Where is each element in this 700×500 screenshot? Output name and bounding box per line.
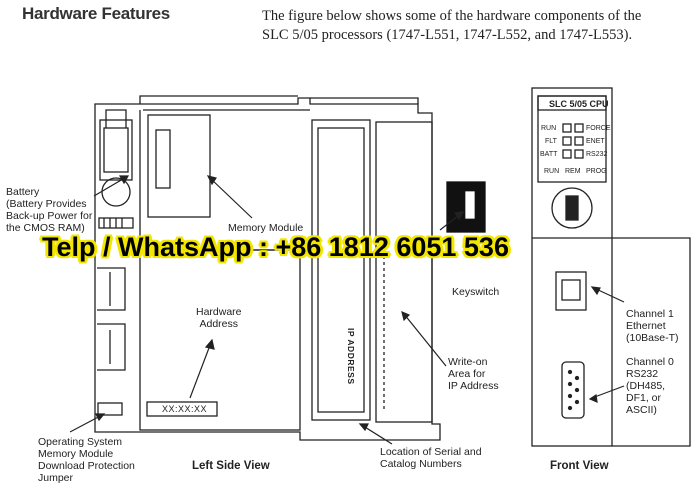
memory-module-label: Memory Module (228, 222, 304, 234)
front-view-caption: Front View (550, 460, 609, 472)
ethernet-port (555, 271, 587, 311)
mode-label-run: RUN (544, 168, 560, 175)
cpu-title: SLC 5/05 CPU (549, 99, 609, 109)
channel0-line: Channel 0 (626, 356, 674, 368)
hardware-address-line: Address (199, 318, 239, 330)
mode-switch (551, 187, 593, 229)
channel0-line: RS232 (626, 368, 659, 380)
write-on-line: Area for (448, 368, 486, 380)
channel1-line: Channel 1 (626, 308, 674, 320)
mode-label-rem: REM (565, 168, 581, 175)
memory-module-shape (147, 114, 211, 218)
left-side-view-caption: Left Side View (192, 460, 270, 472)
channel0-line: (DH485, (626, 380, 666, 392)
contact-watermark: Telp / WhatsApp : +86 1812 6051 536 (42, 232, 509, 262)
address-plate (146, 401, 218, 417)
serial-label-line: Catalog Numbers (380, 458, 462, 470)
front-view-body (531, 87, 613, 447)
led-label-enet: ENET (586, 138, 605, 145)
serial-label-line: Location of Serial and (380, 446, 482, 458)
intro-line-1: The figure below shows some of the hardw… (262, 8, 642, 24)
intro-line-2: SLC 5/05 processors (1747-L551, 1747-L55… (262, 27, 633, 43)
os-jumper-line: Download Protection (38, 460, 135, 472)
channel1-line: Ethernet (626, 320, 666, 332)
jumper-block (97, 402, 123, 416)
serial-label: Location of Serial and Catalog Numbers (380, 446, 482, 470)
write-on-line: IP Address (448, 380, 499, 392)
channel1-label: Channel 1 Ethernet (10Base-T) (626, 308, 679, 344)
battery-label-line: the CMOS RAM) (6, 222, 85, 234)
os-jumper-line: Jumper (38, 472, 74, 484)
battery-label-line: (Battery Provides (6, 198, 87, 210)
rs232-port (561, 361, 585, 419)
battery-label: Battery (Battery Provides Back-up Power … (6, 186, 92, 234)
led-label-flt: FLT (545, 138, 557, 145)
os-jumper-line: Operating System (38, 436, 123, 448)
keyswitch-label: Keyswitch (452, 286, 500, 298)
channel1-line: (10Base-T) (626, 332, 679, 344)
channel0-line: ASCII) (626, 404, 657, 416)
led-label-force: FORCE (586, 125, 611, 132)
address-value: XX:XX:XX (162, 404, 208, 414)
main-board-area (139, 249, 301, 431)
led-label-rs232: RS232 (586, 151, 608, 158)
battery-label-line: Back-up Power for (6, 210, 93, 222)
led-label-run: RUN (541, 125, 557, 132)
os-jumper-line: Memory Module (38, 448, 114, 460)
channel0-label: Channel 0 RS232 (DH485, DF1, or ASCII) (626, 356, 674, 416)
battery-label-line: Battery (6, 186, 40, 198)
intro-text: The figure below shows some of the hardw… (262, 7, 682, 45)
ip-address-text: IP ADDRESS (346, 328, 356, 385)
page-title: Hardware Features (22, 4, 170, 23)
led-label-batt: BATT (540, 151, 558, 158)
os-jumper-label: Operating System Memory Module Download … (38, 436, 135, 484)
hardware-address-line: Hardware (196, 306, 242, 318)
hardware-address-label: Hardware Address (196, 306, 242, 330)
mode-label-prog: PROG (586, 168, 607, 175)
write-on-strip (311, 119, 371, 421)
write-on-label: Write-on Area for IP Address (448, 356, 499, 392)
channel0-line: DF1, or (626, 392, 662, 404)
write-on-line: Write-on (448, 356, 488, 368)
processor-side-outline (94, 97, 441, 441)
